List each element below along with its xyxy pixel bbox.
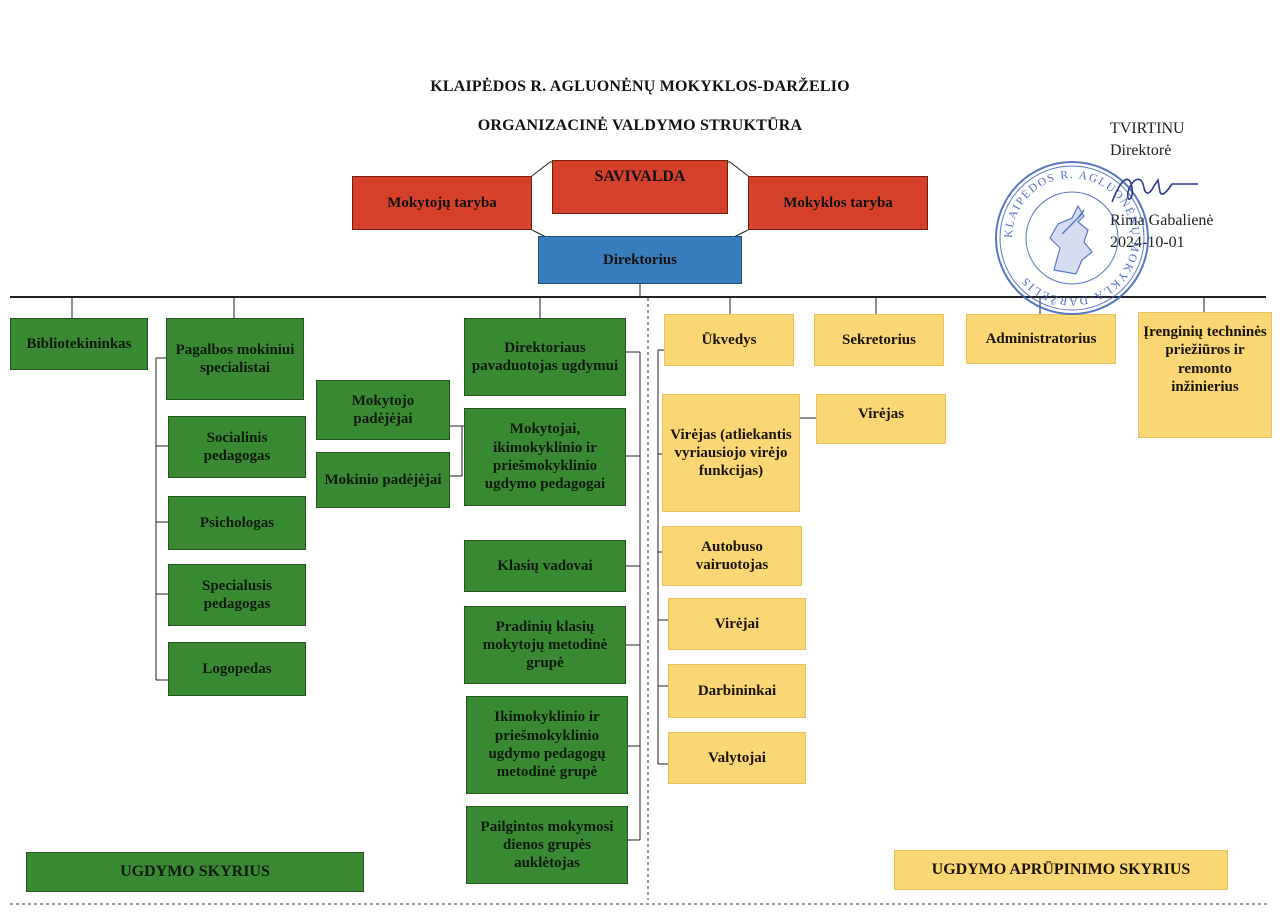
special-pedagogue-box: Specialusis pedagogas <box>168 564 306 626</box>
director-box: Direktorius <box>538 236 742 284</box>
student-assistants-box: Mokinio padėjėjai <box>316 452 450 508</box>
class-teachers-box: Klasių vadovai <box>464 540 626 592</box>
chart-title-line1: KLAIPĖDOS R. AGLUONĖNŲ MOKYKLOS-DARŽELIO <box>430 78 850 95</box>
teachers-box: Mokytojai, ikimokyklinio ir priešmokykli… <box>464 408 626 506</box>
cleaners-box: Valytojai <box>668 732 806 784</box>
deputy-director-box: Direktoriaus pavaduotojas ugdymui <box>464 318 626 396</box>
cook-box: Virėjas <box>816 394 946 444</box>
workers-box: Darbininkai <box>668 664 806 718</box>
chart-title-line2: ORGANIZACINĖ VALDYMO STRUKTŪRA <box>477 117 803 134</box>
psychologist-box: Psichologas <box>168 496 306 550</box>
librarian-box: Bibliotekininkas <box>10 318 148 370</box>
speech-therapist-box: Logopedas <box>168 642 306 696</box>
engineer-box: Įrenginių techninės priežiūros ir remont… <box>1138 312 1272 438</box>
approval-label: TVIRTINU <box>1110 120 1185 137</box>
head-cook-box: Virėjas (atliekantis vyriausiojo virėjo … <box>662 394 800 512</box>
cooks-box: Virėjai <box>668 598 806 650</box>
frame-line-right <box>728 161 749 177</box>
support-specialists-box: Pagalbos mokiniui specialistai <box>166 318 304 400</box>
preschool-method-group-box: Ikimokyklinio ir priešmokyklinio ugdymo … <box>466 696 628 794</box>
secretary-box: Sekretorius <box>814 314 944 366</box>
signer-name: Rima Gabalienė <box>1110 212 1214 229</box>
education-department-label: UGDYMO SKYRIUS <box>26 852 364 892</box>
teachers-council-box: Mokytojų taryba <box>352 176 532 230</box>
director-signature <box>1111 177 1198 203</box>
social-pedagogue-box: Socialinis pedagogas <box>168 416 306 478</box>
primary-method-group-box: Pradinių klasių mokytojų metodinė grupė <box>464 606 626 684</box>
steward-box: Ūkvedys <box>664 314 794 366</box>
approval-role: Direktorė <box>1110 142 1172 159</box>
frame-line-left <box>531 161 552 177</box>
administrator-box: Administratorius <box>966 314 1116 364</box>
extended-day-tutor-box: Pailgintos mokymosi dienos grupės auklėt… <box>466 806 628 884</box>
teacher-assistants-box: Mokytojo padėjėjai <box>316 380 450 440</box>
bus-driver-box: Autobuso vairuotojas <box>662 526 802 586</box>
support-department-label: UGDYMO APRŪPINIMO SKYRIUS <box>894 850 1228 890</box>
approval-block: TVIRTINU Direktorė Rima Gabalienė 2024-1… <box>1110 118 1214 251</box>
self-government-box: SAVIVALDA <box>552 160 728 214</box>
school-council-box: Mokyklos taryba <box>748 176 928 230</box>
